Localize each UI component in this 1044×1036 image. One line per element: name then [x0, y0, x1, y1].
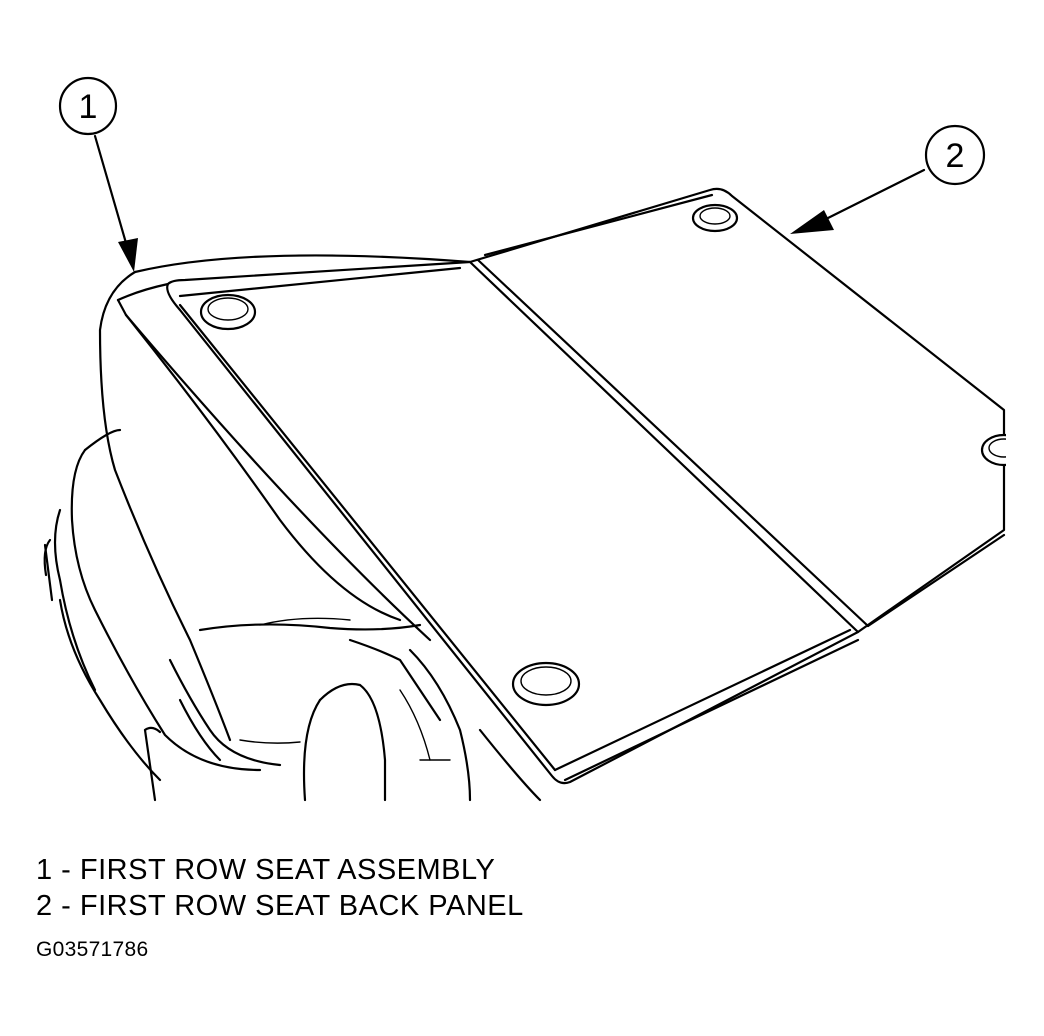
legend-item: 1 - FIRST ROW SEAT ASSEMBLY — [36, 854, 496, 886]
fastener-cap — [199, 293, 257, 331]
callout-1: 1 — [58, 76, 138, 272]
svg-text:1: 1 — [79, 88, 98, 126]
callout-2: 2 — [790, 124, 986, 234]
legend: 1 - FIRST ROW SEAT ASSEMBLY 2 - FIRST RO… — [36, 852, 736, 924]
fastener-cap — [691, 203, 739, 233]
seat-assembly — [43, 254, 542, 802]
seat-back-panel — [166, 187, 1044, 785]
svg-text:2: 2 — [946, 137, 965, 175]
fastener-cap — [511, 661, 581, 707]
seat-back-panel-illustration: 1 2 — [43, 76, 1044, 802]
legend-item: 2 - FIRST ROW SEAT BACK PANEL — [36, 890, 524, 922]
figure-id: G03571786 — [36, 938, 149, 961]
